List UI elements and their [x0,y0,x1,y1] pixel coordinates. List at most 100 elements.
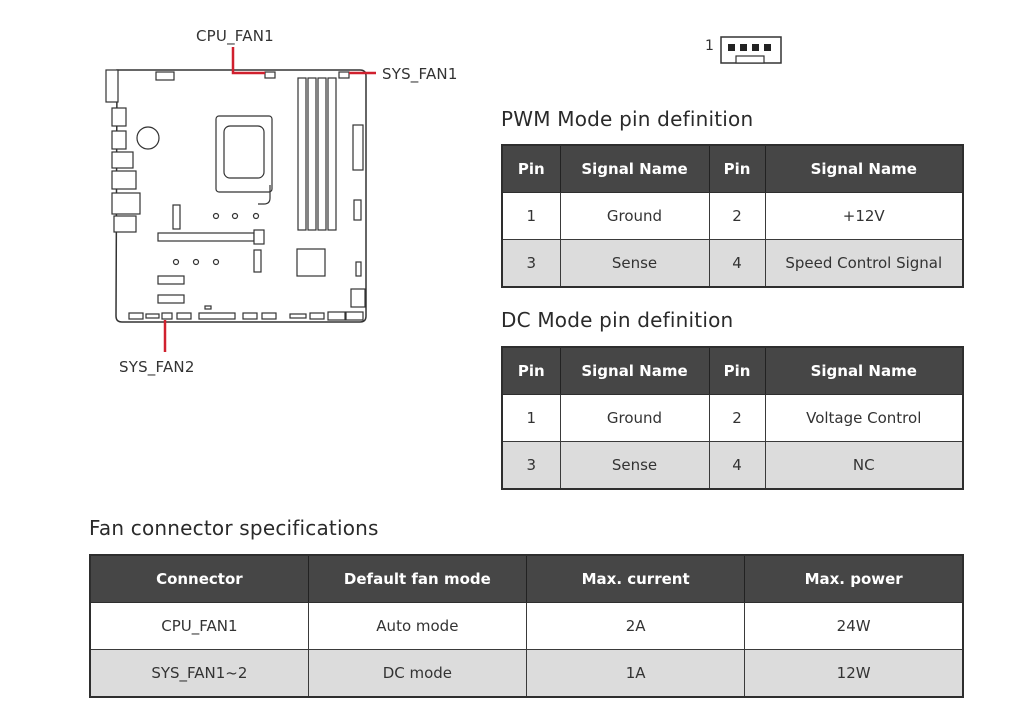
side-header [350,288,366,308]
table-row: 3 Sense 4 NC [501,441,964,490]
bottom-header [309,312,325,320]
column-header: Connector [89,554,309,603]
side-header [355,261,362,277]
table-header-row: Connector Default fan mode Max. current … [89,554,964,603]
fan-spec-table: Connector Default fan mode Max. current … [89,554,964,698]
table-cell: 1A [525,649,746,698]
column-header: Signal Name [559,346,710,395]
column-header: Default fan mode [307,554,528,603]
bottom-header [198,312,236,320]
bottom-header [327,311,346,321]
m2-slot [253,249,262,273]
sata-port [157,275,185,285]
atx-power [352,124,364,171]
table-cell: 4 [708,239,766,288]
chipset [296,248,326,277]
column-header: Pin [501,144,561,193]
sys-fan1-header [338,71,350,79]
table-cell: Auto mode [307,602,528,650]
top-header [155,71,175,81]
four-pin-connector-icon [720,36,782,64]
table-cell: 3 [501,441,561,490]
board-outline [115,69,367,323]
table-cell: 24W [744,602,964,650]
table-cell: Voltage Control [764,394,964,442]
column-header: Max. power [744,554,964,603]
table-row: 1 Ground 2 +12V [501,192,964,240]
table-cell: CPU_FAN1 [89,602,309,650]
bottom-header [345,311,364,321]
pcie-latch [253,229,265,245]
table-cell: Sense [559,239,710,288]
table-header-row: Pin Signal Name Pin Signal Name [501,144,964,193]
standoff [212,258,220,266]
dimm-slot [297,77,307,231]
table-cell: +12V [764,192,964,240]
table-cell: 4 [708,441,766,490]
standoff [231,212,239,220]
pcie-slot [157,232,255,242]
bottom-header [261,312,277,320]
rear-io-block [111,170,137,190]
table-cell: Sense [559,441,710,490]
specs-section-title: Fan connector specifications [89,516,379,540]
dimm-slot [307,77,317,231]
sys-fan2-header [161,312,173,320]
sys-fan1-label: SYS_FAN1 [382,65,458,83]
column-header: Max. current [525,554,746,603]
side-header [353,199,362,221]
cpu-fan1-label: CPU_FAN1 [196,27,274,45]
m2-slot [172,204,181,230]
table-row: 1 Ground 2 Voltage Control [501,394,964,442]
pin1-marker: 1 [705,38,714,54]
rear-io-block [105,69,119,103]
bottom-header [242,312,258,320]
sys-fan2-label: SYS_FAN2 [119,358,195,376]
table-cell: Ground [559,394,710,442]
column-header: Signal Name [764,346,964,395]
standoff [212,212,220,220]
cpu-socket-lever [258,185,271,205]
standoff [172,258,180,266]
table-cell: NC [764,441,964,490]
table-cell: SYS_FAN1~2 [89,649,309,698]
dimm-slot [317,77,327,231]
rear-io-block [111,107,127,127]
standoff [192,258,200,266]
dc-pin-table: Pin Signal Name Pin Signal Name 1 Ground… [501,346,964,490]
rear-io-block [111,192,141,215]
cpu-fan1-leader [231,47,265,75]
table-row: SYS_FAN1~2 DC mode 1A 12W [89,649,964,698]
cpu-socket-inner [223,125,265,179]
table-cell: 1 [501,394,561,442]
sata-port [157,294,185,304]
bottom-header [176,312,192,320]
table-cell: 2 [708,192,766,240]
cpu-fan1-header [264,71,276,79]
table-cell: 1 [501,192,561,240]
column-header: Pin [501,346,561,395]
table-cell: DC mode [307,649,528,698]
table-cell: 2A [525,602,746,650]
column-header: Signal Name [559,144,710,193]
table-cell: 3 [501,239,561,288]
column-header: Pin [708,144,766,193]
pwm-section-title: PWM Mode pin definition [501,107,754,131]
rear-io-block [111,151,134,169]
motherboard-diagram [105,47,376,352]
column-header: Pin [708,346,766,395]
table-cell: 2 [708,394,766,442]
table-header-row: Pin Signal Name Pin Signal Name [501,346,964,395]
rear-io-block [111,130,127,150]
standoff [252,212,260,220]
dimm-slot [327,77,337,231]
table-cell: Speed Control Signal [764,239,964,288]
bottom-header [289,313,307,319]
bottom-header [128,312,144,320]
table-row: 3 Sense 4 Speed Control Signal [501,239,964,288]
cmos-battery [136,126,160,150]
table-row: CPU_FAN1 Auto mode 2A 24W [89,602,964,650]
table-cell: Ground [559,192,710,240]
dc-section-title: DC Mode pin definition [501,308,734,332]
table-cell: 12W [744,649,964,698]
